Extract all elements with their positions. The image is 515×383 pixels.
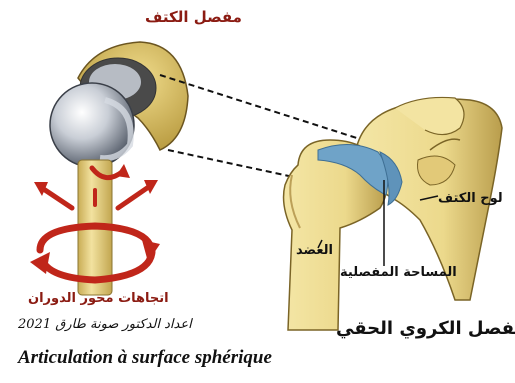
caption: Articulation à surface sphérique bbox=[18, 348, 272, 367]
joint-name-label: المفصل الكروي الحقي bbox=[336, 320, 515, 338]
credit-text: اعداد الدكتور صونة طارق 2021 bbox=[18, 318, 192, 331]
rotation-axis-label: اتجاهات محور الدوران bbox=[28, 292, 169, 305]
title-label: مفصل الكتف bbox=[145, 10, 242, 25]
scapula-label: لوح الكتف bbox=[438, 192, 503, 205]
articular-surface-label: المساحة المفصلية bbox=[340, 266, 457, 279]
humerus-label: العضد bbox=[296, 244, 333, 257]
ball-head bbox=[50, 83, 134, 167]
